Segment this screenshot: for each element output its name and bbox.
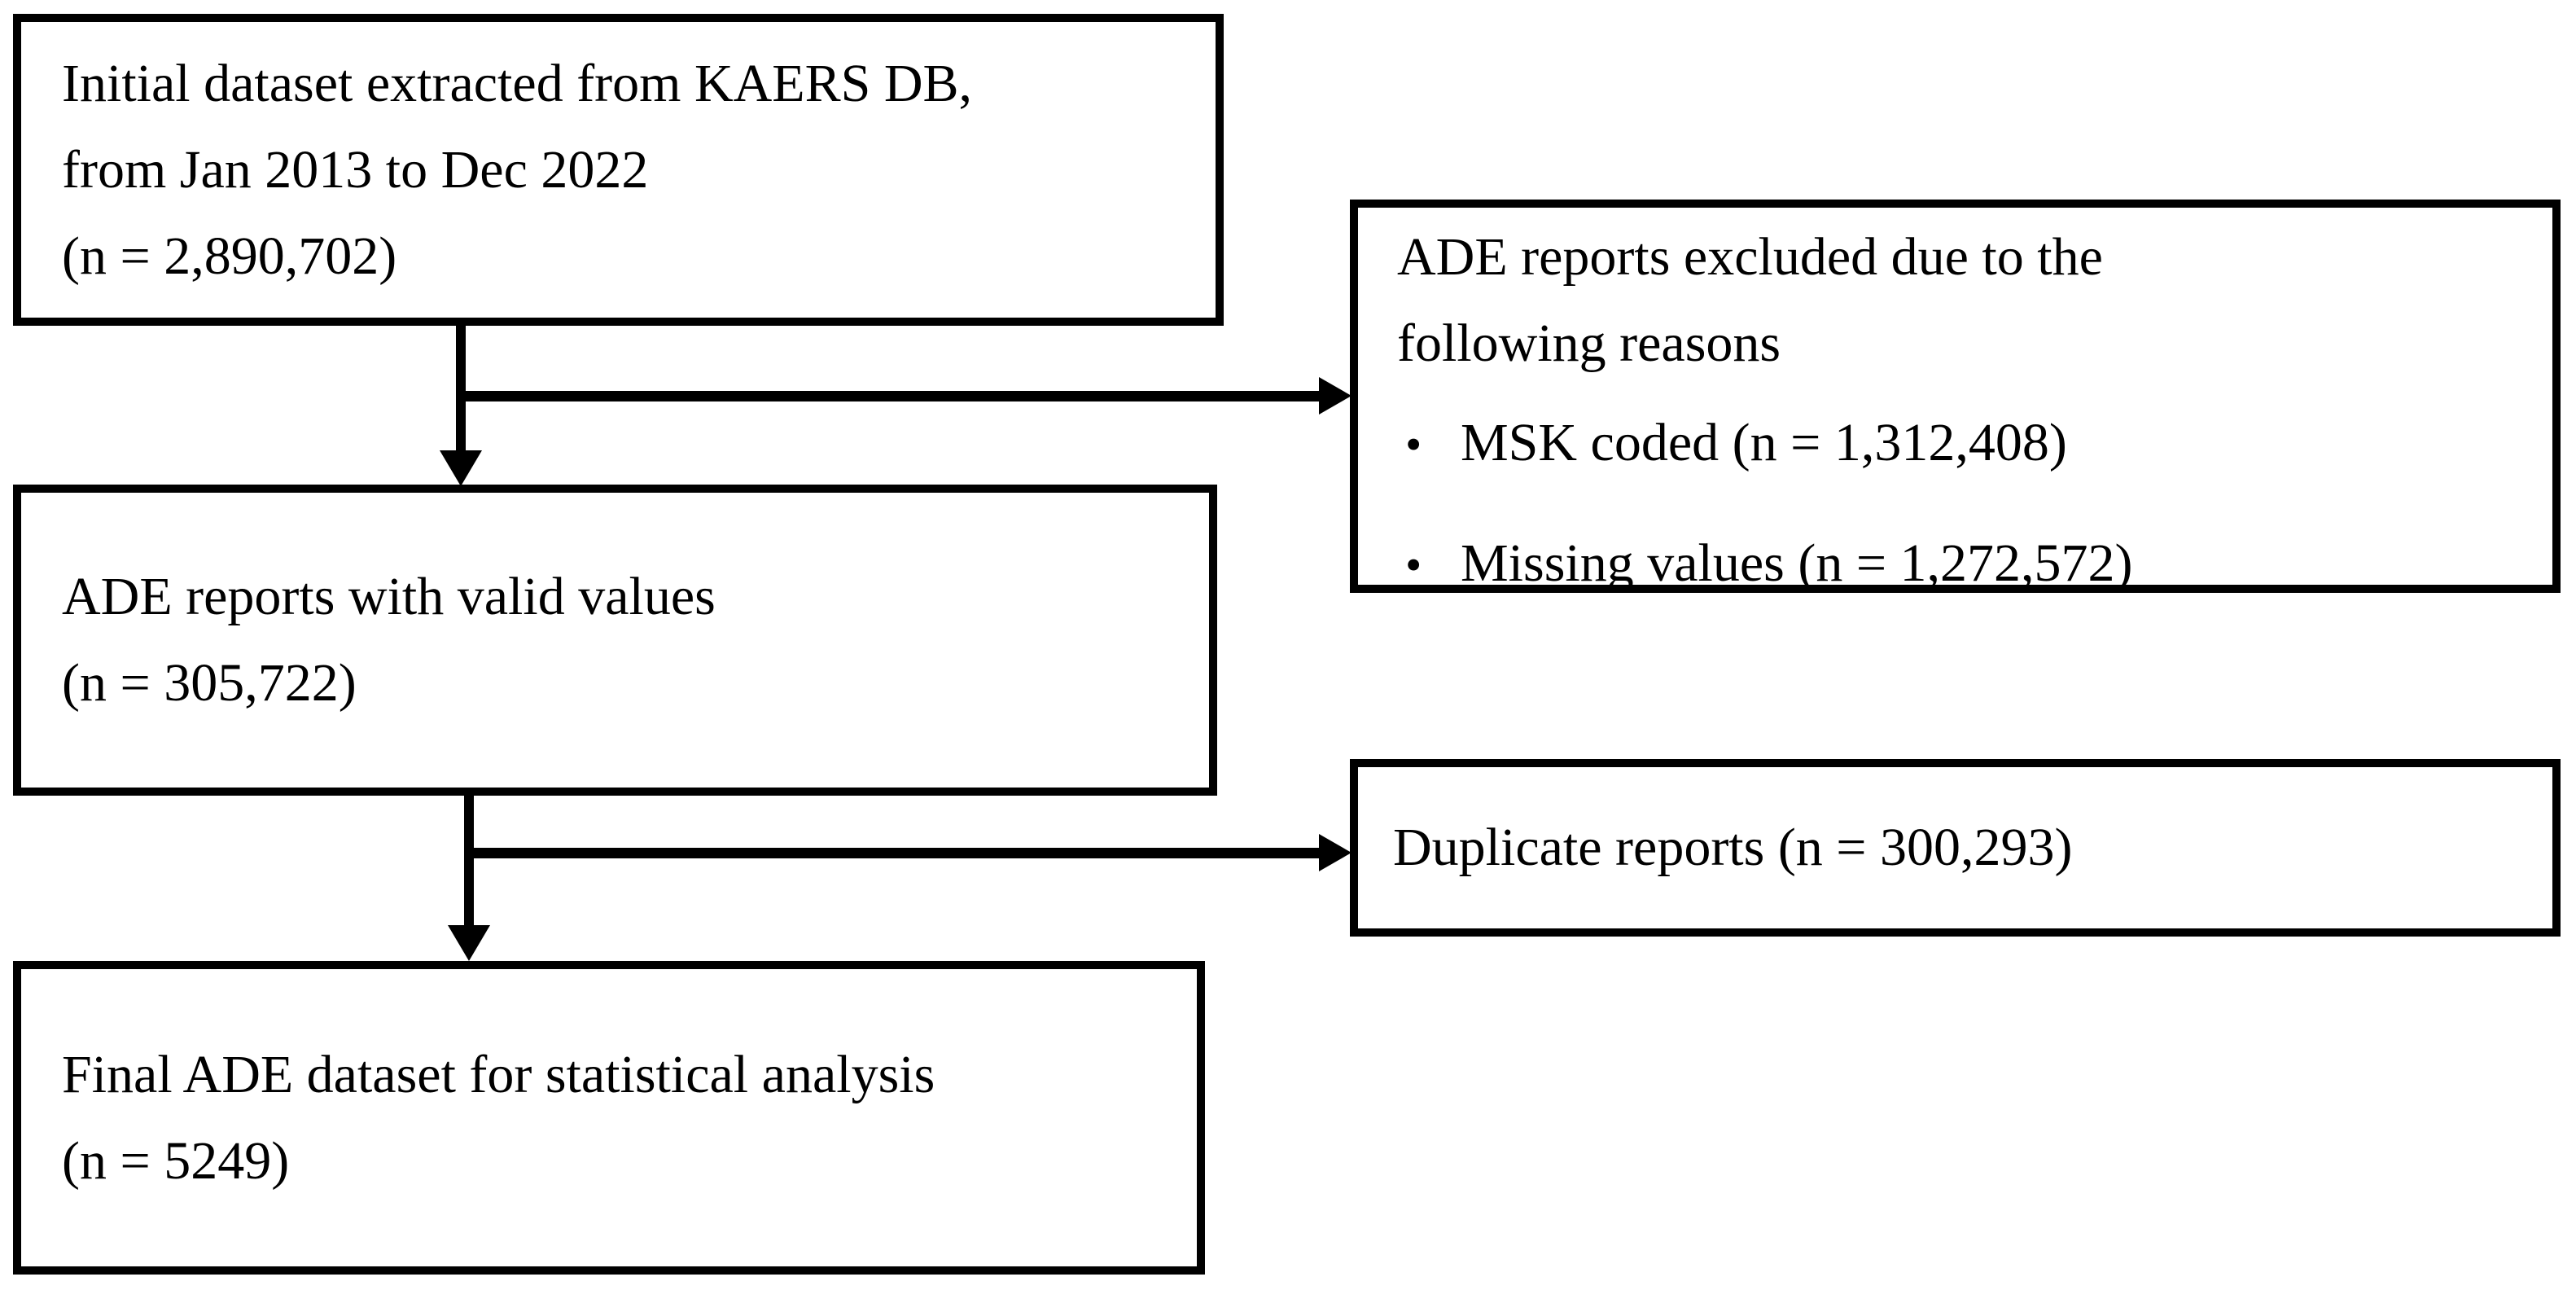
excluded-bullet-msk-text: MSK coded (n = 1,312,408) <box>1461 413 2067 472</box>
box-final-dataset: Final ADE dataset for statistical analys… <box>13 961 1205 1275</box>
box-duplicate-reports: Duplicate reports (n = 300,293) <box>1350 759 2561 937</box>
excluded-bullet-missing: • Missing values (n = 1,272,572) <box>1397 520 2528 608</box>
arrow-down-2-head-icon <box>448 925 490 961</box>
valid-reports-text: ADE reports with valid values (n = 305,7… <box>62 567 716 713</box>
initial-dataset-text: Initial dataset extracted from KAERS DB,… <box>62 53 973 286</box>
arrow-right-1-shaft <box>461 391 1322 401</box>
excluded-reports-title: ADE reports excluded due to the followin… <box>1397 227 2103 373</box>
arrow-down-1-head-icon <box>440 450 482 486</box>
box-valid-reports: ADE reports with valid values (n = 305,7… <box>13 485 1217 796</box>
bullet-icon: • <box>1405 538 1422 591</box>
box-initial-dataset: Initial dataset extracted from KAERS DB,… <box>13 14 1224 326</box>
box-excluded-reports: ADE reports excluded due to the followin… <box>1350 200 2561 593</box>
excluded-bullet-msk: • MSK coded (n = 1,312,408) <box>1397 400 2528 488</box>
final-dataset-text: Final ADE dataset for statistical analys… <box>62 1044 935 1191</box>
excluded-bullet-missing-text: Missing values (n = 1,272,572) <box>1461 533 2133 593</box>
bullet-icon: • <box>1405 418 1422 471</box>
arrow-right-2-head-icon <box>1319 834 1352 871</box>
arrow-down-1-shaft <box>456 319 466 454</box>
arrow-right-2-shaft <box>469 848 1322 858</box>
arrow-right-1-head-icon <box>1319 377 1352 415</box>
duplicate-reports-text: Duplicate reports (n = 300,293) <box>1393 818 2073 877</box>
